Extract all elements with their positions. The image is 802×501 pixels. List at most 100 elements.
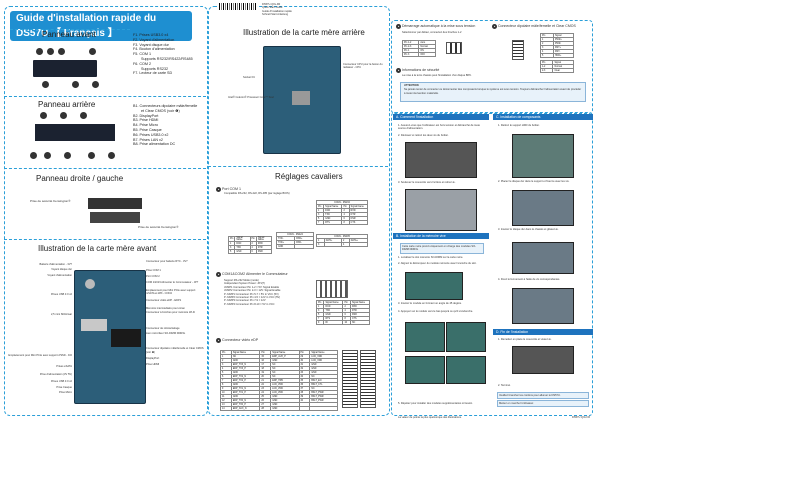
dipole-heading: ● Connecteur dipolaire mâle/femelle et C… — [492, 24, 588, 29]
front-item: F3. Voyant disque dur — [133, 42, 169, 47]
callout-f3 — [58, 48, 65, 55]
install-a-photo-1 — [405, 142, 477, 178]
security-heading: ● Informations de sécurité — [396, 68, 488, 73]
mb-label: Prise Micro — [59, 391, 72, 395]
footer-code: DS57U QIG FR — [571, 416, 590, 419]
attention-text: Ne jamais tenter de connecter ou déconne… — [404, 88, 582, 95]
front-item: F6. COM 2 — [133, 61, 152, 66]
callout-b6 — [64, 152, 71, 159]
guide-title: Guide d'installation rapide du DS57U — [16, 13, 157, 39]
mb-label: 2,5 mini SD/Hrwar — [50, 312, 72, 316]
callout-f5 — [42, 81, 49, 88]
install-d-title: D. Fin de l'installation — [493, 329, 593, 335]
dipole-pins — [512, 40, 524, 60]
install-b-step: 4. Appuyez sur le module vers le bas jus… — [398, 310, 474, 313]
auto-power-heading: ● Démarrage automatique à la mise sous t… — [396, 24, 488, 29]
install-b-photo-4 — [405, 356, 445, 384]
security-heading-text: Informations de sécurité — [401, 68, 440, 72]
com-power-line: P JUMP1 Connecteur Pin 5-7 = 5V in VCC (… — [224, 292, 279, 296]
com-power-heading: ● COM1&COM2 Alimenter le Commutateur — [216, 272, 312, 277]
left-column-frame — [4, 6, 208, 416]
com-power-line: JUMP2 Connecteur Pin 2-3 = 12V: Signal E… — [224, 289, 281, 293]
auto-power-heading-text: Démarrage automatique à la mise sous ten… — [401, 24, 476, 28]
side-left-image — [88, 198, 142, 209]
mb-rear-left-label: Socket FC — [243, 76, 256, 79]
mb-front-image — [74, 270, 146, 404]
mb-label: Connecteur à broches pour mémoire Wi-Fi — [146, 311, 196, 315]
com-power-line: Indépendant System Power: JP1(?) — [224, 282, 265, 286]
install-b-photo-1 — [405, 272, 463, 300]
kensington-left-label: Prise de sécurité Kensington® — [30, 199, 71, 203]
front-item: F1. Prises USB3.0 x4 — [133, 33, 169, 37]
barcode — [219, 3, 257, 10]
callout-f6 — [72, 81, 79, 88]
install-c-photo-1 — [512, 134, 574, 178]
install-d-step: 2. Terminé. — [498, 384, 511, 387]
com-power-line: JUMP1 Connecteur Pin 1-2 = 5V: Signal En… — [224, 285, 280, 289]
mb-label: Lien microrlieur SO-DIMM DDR3L — [146, 332, 186, 336]
header-code-line: Quick Start Guide — [262, 6, 283, 10]
install-a-step: 1. Assurez-vous que l'ordinateur est hor… — [398, 124, 480, 131]
rear-callouts — [30, 112, 126, 162]
language-badge: 【 Français 】 — [51, 28, 118, 39]
install-c-step: 1. Retirez le support HDD du boîtier. — [498, 124, 540, 127]
install-a-step: 2. Dévissez et retirez les deux vis du b… — [398, 134, 449, 137]
com1-desc: Compatible RS-232, RS-422, RS-485 (par r… — [224, 192, 290, 195]
mb-label: Prise d'alimentation (3V 5V) — [39, 372, 72, 376]
header-code-line: Guide d'installation rapide — [262, 9, 292, 13]
mb-label: Prise COM 1 — [146, 269, 161, 273]
mb-label: Connecteur vidéo eDP - EDP1 — [146, 299, 182, 303]
callout-f7 — [92, 81, 99, 88]
edp-heading: ● Connecteur vidéo eDP — [216, 338, 336, 343]
install-b-title: B. Installation de la mémoire vive — [393, 233, 489, 239]
edp-block: ● Connecteur vidéo eDP — [216, 338, 336, 343]
com1-heading-text: Port COM 1 — [222, 187, 241, 191]
callout-b2 — [60, 112, 67, 119]
install-b-step: 1. Localisez le slot mémoire SO-DIMM sur… — [398, 256, 464, 259]
install-b-step: 5. Répétez pour installer des modules su… — [398, 402, 473, 405]
install-c-step: 4. Fixez le fermement à l'aide de vis co… — [498, 278, 561, 281]
install-b-photo-3 — [446, 322, 486, 352]
front-items-list: F1. Prises USB3.0 x4 F2. Voyant d'alimen… — [133, 33, 205, 76]
mb-label: Connecteur dipolaire mâle/femelle et Cle… — [146, 347, 204, 354]
mb-label: Voyant disque dur — [51, 268, 72, 272]
com1-table-mid: COM1 - RS422 TXD-RXD+ TXD+RXD- GND — [275, 232, 314, 249]
middle-column-frame — [208, 6, 390, 416]
rear-item: B3. Prise HDMI — [133, 118, 159, 123]
mb-label: Prises USB 3.0 x2 — [50, 293, 72, 297]
jumpers-heading: Réglages cavaliers — [275, 172, 343, 181]
callout-b1 — [40, 112, 47, 119]
mb-label: Prises eSATA — [56, 365, 72, 369]
callout-f4 — [89, 48, 96, 55]
callout-b8 — [108, 152, 115, 159]
jumper-pin-diagram — [316, 280, 348, 298]
rear-item: B6. Prises USB3.0 x2 — [133, 132, 169, 137]
bullet-icon: ● — [216, 338, 221, 343]
sides-heading: Panneau droite / gauche — [36, 174, 124, 183]
rear-item: B2. DisplayPort — [133, 113, 159, 118]
rear-panel-image — [35, 124, 115, 141]
com-power-block: ● COM1&COM2 Alimenter le Commutateur Sup… — [216, 272, 312, 306]
front-item: F4. Bouton d'alimentation — [133, 47, 175, 52]
mb-label: COM 1/2/3/4 Alimenter le Commutateur - J… — [146, 281, 199, 285]
install-c-photo-3 — [512, 242, 574, 274]
mb-front-left-labels: Batterie d'alimentation - 3V? Voyant dis… — [8, 263, 72, 394]
install-d-step: 1. Remettez en place le couvercle et vis… — [498, 338, 552, 341]
side-right-image — [90, 212, 140, 223]
rear-item: et Clear CMOS (voir ❶) — [141, 108, 180, 113]
header-code-line: DS57U-QIG-FR — [262, 3, 281, 6]
install-b-note: Cette carte mère prend uniquement en cha… — [400, 243, 484, 254]
rear-item: B4. Prise Micro — [133, 123, 158, 128]
header-codes: DS57U-QIG-FR Quick Start Guide Guide d'i… — [262, 3, 322, 17]
cpu-label: Intel® Celeron® Processor Core™ Soul — [228, 96, 274, 99]
edp-heading-text: Connecteur vidéo eDP — [222, 338, 259, 342]
com-power-line: Support RS-232 Mode (mode) — [224, 279, 259, 282]
kensington-right-label: Prise de sécurité Kensington® — [138, 225, 179, 229]
pcie-slot — [81, 319, 107, 331]
bullet-icon: ● — [396, 24, 401, 29]
